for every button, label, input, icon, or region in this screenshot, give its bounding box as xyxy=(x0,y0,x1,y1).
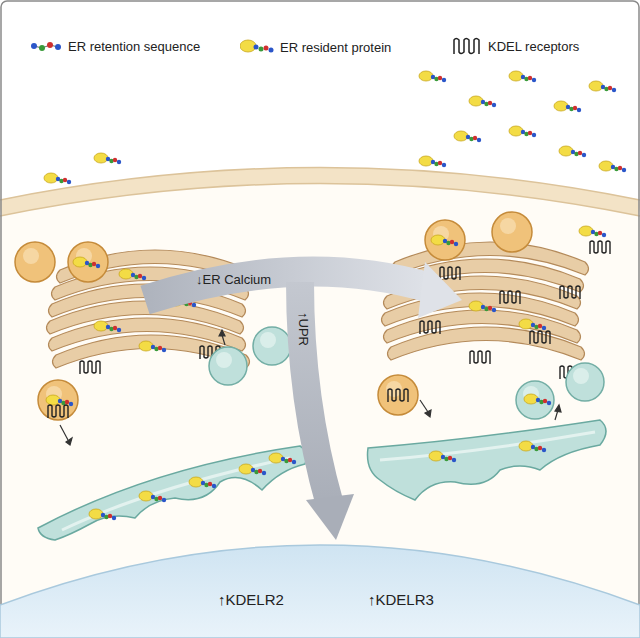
process-label: ↓ER Calcium xyxy=(196,272,271,287)
legend-symbol xyxy=(240,38,274,56)
gene-label: ↑KDELR3 xyxy=(368,591,434,608)
legend-text: ER retention sequence xyxy=(68,39,200,54)
legend-entry: KDEL receptors xyxy=(452,36,579,56)
legend-text: ER resident protein xyxy=(280,40,391,55)
legend-symbol xyxy=(30,38,62,54)
legend-entry: ER retention sequence xyxy=(30,38,200,54)
nucleus-shape xyxy=(0,505,640,638)
legend-text: KDEL receptors xyxy=(488,39,579,54)
process-label: ↑UPR xyxy=(296,312,311,346)
legend-entry: ER resident protein xyxy=(240,38,391,56)
nucleus: ↑KDELR2 ↑KDELR3 xyxy=(0,505,640,638)
legend-symbol xyxy=(452,36,482,56)
gene-label: ↑KDELR2 xyxy=(218,591,284,608)
